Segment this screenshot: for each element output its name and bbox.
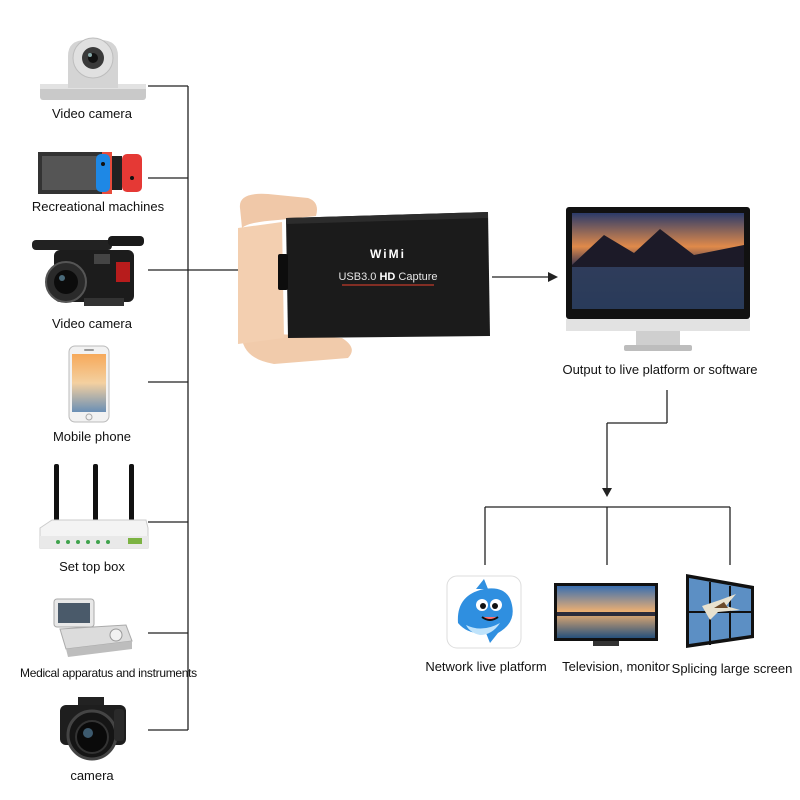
dolphin-icon xyxy=(446,575,522,649)
destination-label-3: Splicing large screen xyxy=(671,661,793,676)
output-label: Output to live platform or software xyxy=(562,362,758,377)
device-model: USB3.0 HD Capture xyxy=(338,271,437,283)
ptz-camera-icon xyxy=(38,26,148,104)
input-label-1: Video camera xyxy=(52,106,132,121)
arrow-head-right xyxy=(548,272,558,282)
mobile-phone-icon xyxy=(68,345,110,423)
device-brand: WiMi xyxy=(370,247,406,261)
medical-device-icon xyxy=(46,595,136,661)
input-label-7: camera xyxy=(70,768,114,783)
video-wall-icon xyxy=(684,572,758,650)
television-icon xyxy=(553,582,659,648)
dslr-camera-icon xyxy=(52,695,132,767)
device-model-hd: HD xyxy=(379,271,395,283)
device-model-prefix: USB3.0 xyxy=(338,271,376,283)
input-label-6: Medical apparatus and instruments xyxy=(20,666,197,680)
input-label-4: Mobile phone xyxy=(52,429,132,444)
capture-device: WiMi USB3.0 HD Capture xyxy=(238,188,494,376)
destination-label-2: Television, monitor xyxy=(562,659,670,674)
destination-label-1: Network live platform xyxy=(425,659,547,674)
arrow-head-down xyxy=(602,488,612,497)
camcorder-icon xyxy=(24,232,148,312)
device-model-suffix: Capture xyxy=(398,271,437,283)
router-icon xyxy=(38,462,150,554)
game-console-icon xyxy=(36,148,148,198)
input-label-3: Video camera xyxy=(52,316,132,331)
input-label-5: Set top box xyxy=(59,559,125,574)
monitor-icon xyxy=(564,205,754,357)
input-label-2: Recreational machines xyxy=(31,199,165,214)
